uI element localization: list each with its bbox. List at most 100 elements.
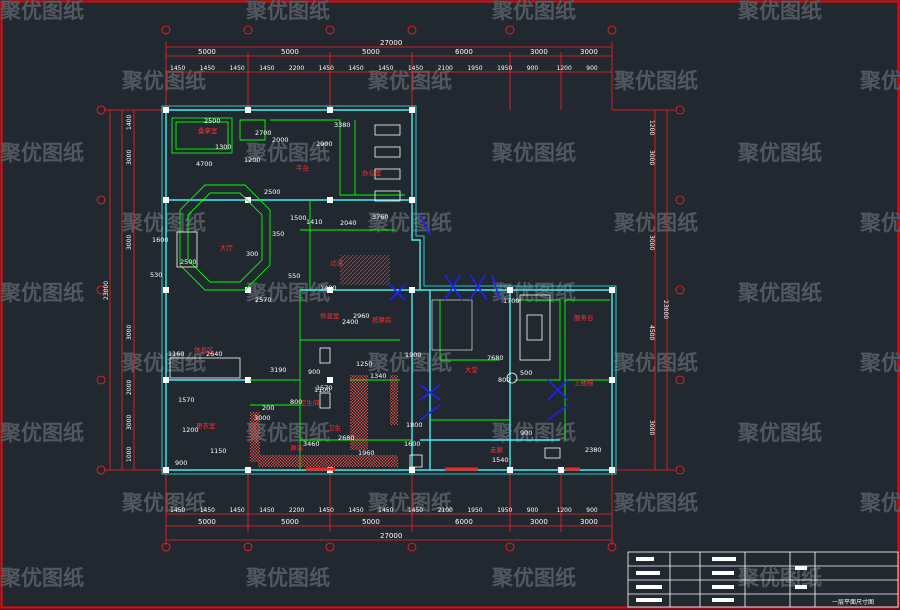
dim-seg-text: 2100: [438, 507, 453, 514]
column-marker: [409, 467, 415, 473]
inner-dim-d25: 2400: [342, 318, 359, 326]
column-marker: [409, 107, 415, 113]
inner-dim-d45: 1570: [316, 384, 333, 392]
watermark-layer: 聚优图纸聚优图纸聚优图纸聚优图纸聚优图纸聚优图纸聚优图纸聚优图纸聚优图纸聚优图纸…: [0, 0, 900, 590]
watermark-text: 聚优图纸: [613, 491, 698, 515]
dim-left-7: 1000: [126, 447, 133, 462]
dim-right-5: 3000: [648, 420, 655, 435]
column-marker: [245, 197, 251, 203]
dim-seg-text: 1450: [378, 65, 393, 72]
watermark-text: 聚优图纸: [121, 491, 206, 515]
inner-dim-d27: 1250: [356, 360, 373, 368]
column-marker: [558, 467, 564, 473]
watermark-text: 聚优图纸: [0, 421, 84, 445]
watermark-text: 聚优图纸: [0, 141, 84, 165]
column-marker: [327, 197, 333, 203]
dim-top-3: 5000: [362, 48, 380, 56]
inner-dim-d12: 350: [272, 230, 284, 238]
dim-right-1: 1200: [648, 120, 655, 135]
watermark-text: 聚优图纸: [737, 0, 822, 23]
title-block-marks: [636, 557, 807, 602]
inner-dim-d9: 2500: [264, 188, 281, 196]
inner-dim-d17: 550: [288, 272, 300, 280]
column-marker: [163, 467, 169, 473]
watermark-text: 聚优图纸: [245, 0, 330, 23]
watermark-text: 聚优图纸: [0, 0, 84, 23]
dim-right-4: 4500: [648, 325, 655, 340]
dim-seg-text: 1450: [229, 507, 244, 514]
watermark-text: 聚优图纸: [737, 281, 822, 305]
inner-dim-d35: 1100: [314, 386, 331, 394]
label-room-i: 休息室: [320, 311, 340, 320]
column-marker: [163, 107, 169, 113]
label-room-n: 卫生: [328, 423, 342, 432]
dim-left-1: 1400: [126, 115, 133, 130]
inner-dim-d46: 2680: [338, 434, 355, 442]
dim-left-2: 3000: [126, 150, 133, 165]
inner-dim-d19: 2570: [255, 296, 272, 304]
inner-dim-d21: 3190: [270, 366, 287, 374]
dim-seg-text: 1450: [348, 507, 363, 514]
label-room-e: 更衣室: [196, 421, 216, 430]
room-labels: 桑拿室 大厅 休息区 更衣室 办公室 大堂 服务台 休息室 按摩房 过道 上楼梯…: [194, 126, 594, 454]
label-room-a: 桑拿室: [198, 126, 218, 135]
dim-seg-text: 900: [527, 65, 539, 72]
watermark-text: 聚优图纸: [245, 566, 330, 590]
inner-dim-d36: 1150: [210, 447, 227, 455]
fixtures: [169, 124, 561, 468]
dim-left-texts: 23000 1400 3000 3000 3000 2000 3000 1000: [103, 115, 133, 462]
dim-seg-text: 1450: [408, 65, 423, 72]
inner-dim-d4: 2000: [272, 136, 289, 144]
dim-right-3: 3000: [648, 235, 655, 250]
column-marker: [245, 377, 251, 383]
dim-left-5: 2000: [126, 380, 133, 395]
watermark-text: 聚优图纸: [367, 491, 452, 515]
label-room-j: 按摩房: [372, 315, 392, 324]
inner-dim-d34: 1200: [182, 426, 199, 434]
dim-seg-text: 1450: [170, 507, 185, 514]
watermark-text: 聚优图纸: [859, 351, 900, 375]
label-room-b: 大厅: [220, 243, 234, 252]
dim-seg-text: 1200: [557, 65, 572, 72]
watermark-text: 聚优图纸: [367, 69, 452, 93]
inner-dim-d26: 2960: [353, 312, 370, 320]
label-room-l: 上楼梯: [574, 378, 594, 387]
label-room-c: 卫生间: [300, 398, 320, 407]
label-room-h: 服务台: [574, 313, 594, 322]
dim-seg-text: 900: [586, 507, 598, 514]
hatched-areas: [250, 255, 473, 467]
inner-dim-d22: 1160: [168, 350, 185, 358]
column-marker: [409, 197, 415, 203]
dim-seg-text: 1450: [378, 507, 393, 514]
dimension-left: [104, 109, 166, 471]
dim-top-4: 6000: [455, 48, 473, 56]
dim-bottom-1: 5000: [198, 518, 216, 526]
dim-bottom-4: 6000: [455, 518, 473, 526]
dim-left-total: 23000: [103, 281, 110, 300]
column-marker: [163, 197, 169, 203]
dim-top-2: 5000: [281, 48, 299, 56]
dim-bottom-6: 3000: [580, 518, 598, 526]
inner-dim-d20: 1500: [290, 214, 307, 222]
inner-dim-d16: 530: [150, 271, 162, 279]
dim-seg-text: 1450: [229, 65, 244, 72]
column-marker: [327, 377, 333, 383]
label-room-k: 过道: [330, 258, 344, 267]
inner-dim-d49: 1400: [320, 284, 337, 292]
dim-seg-text: 1450: [170, 65, 185, 72]
dim-seg-text: 1950: [467, 65, 482, 72]
inner-dim-d51: 900: [308, 368, 320, 376]
label-room-g: 大堂: [465, 365, 479, 374]
watermark-text: 聚优图纸: [367, 351, 452, 375]
inner-dim-d48: 3000: [254, 414, 271, 422]
inner-dim-d5: 4700: [196, 160, 213, 168]
inner-dim-d24: 1900: [405, 351, 422, 359]
inner-dim-d31: 1700: [503, 297, 520, 305]
inner-dim-d44: 1300: [215, 143, 232, 151]
inner-dim-d11: 3760: [372, 213, 389, 221]
watermark-text: 聚优图纸: [0, 281, 84, 305]
